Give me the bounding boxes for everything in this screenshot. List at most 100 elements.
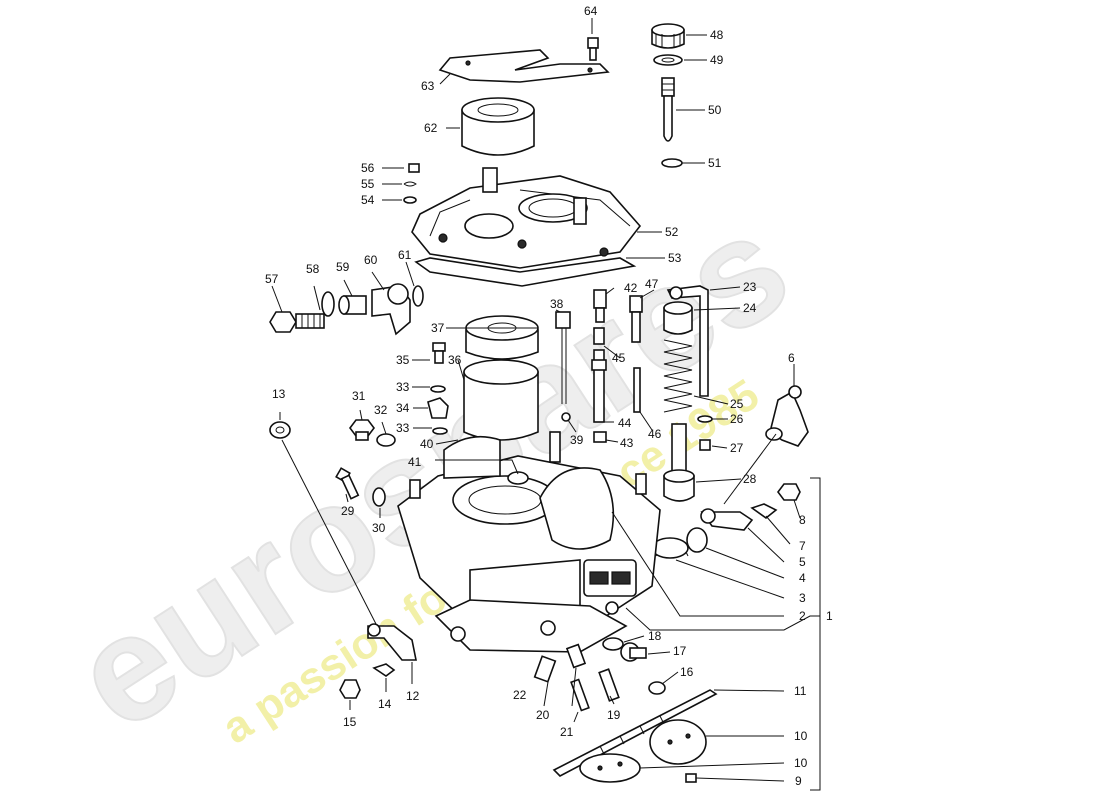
washer-33a [430, 385, 446, 393]
nut-4 [686, 527, 708, 553]
callout-50: 50 [708, 103, 722, 117]
callout-12: 12 [406, 689, 420, 703]
callout-17: 17 [673, 644, 687, 658]
callout-46: 46 [648, 427, 662, 441]
callout-48: 48 [710, 28, 724, 42]
banjo-60 [371, 283, 411, 336]
nut-56 [408, 163, 420, 173]
callout-59: 59 [336, 260, 350, 274]
callout-55: 55 [361, 177, 375, 191]
callout-14: 14 [378, 697, 392, 711]
callout-30: 30 [372, 521, 386, 535]
screw-20 [565, 643, 587, 669]
callout-39: 39 [570, 433, 584, 447]
washer-61 [412, 285, 424, 307]
washer-43 [593, 431, 607, 443]
callout-25: 25 [730, 397, 744, 411]
callout-4: 4 [799, 571, 806, 585]
ball-39 [561, 412, 571, 422]
callout-38: 38 [550, 297, 564, 311]
callout-11: 11 [794, 684, 807, 698]
pin-28 [663, 423, 695, 502]
callout-52: 52 [665, 225, 679, 239]
float-62 [461, 97, 535, 156]
callout-51: 51 [708, 156, 722, 170]
callout-49: 49 [710, 53, 724, 67]
callout-29: 29 [341, 504, 355, 518]
gasket-53 [414, 257, 637, 287]
callout-57: 57 [265, 272, 279, 286]
tube-44 [591, 349, 607, 423]
needle-valve-50 [661, 77, 675, 142]
banjo-bolt-57 [269, 311, 325, 333]
callout-10b: 10 [794, 756, 808, 770]
callout-16: 16 [680, 665, 694, 679]
callout-64: 64 [584, 4, 598, 18]
washer-33b [432, 427, 448, 435]
callout-53: 53 [668, 251, 682, 265]
screw-27 [699, 439, 711, 451]
callout-33a: 33 [396, 380, 410, 394]
washer-13 [269, 421, 291, 439]
lever-23 [666, 285, 709, 397]
callout-8: 8 [799, 513, 806, 527]
callout-21: 21 [560, 725, 574, 739]
callout-18: 18 [648, 629, 662, 643]
main-body [397, 431, 661, 653]
spring-25 [663, 339, 693, 413]
callout-10a: 10 [794, 729, 808, 743]
callout-37: 37 [431, 321, 445, 335]
screw-9 [685, 773, 697, 783]
block-34 [427, 397, 449, 419]
plug-17 [620, 642, 647, 662]
valve-42 [593, 289, 607, 323]
screw-35 [432, 342, 446, 364]
jet-38 [555, 311, 571, 404]
callout-60: 60 [364, 253, 378, 267]
callout-32: 32 [374, 403, 388, 417]
jet-45 [593, 327, 605, 345]
callout-15: 15 [343, 715, 357, 729]
lever-5 [700, 508, 754, 531]
callout-34: 34 [396, 401, 410, 415]
clip-14 [372, 663, 396, 677]
shaft-11 [552, 689, 718, 777]
screw-21 [570, 678, 590, 712]
plug-16 [648, 681, 666, 695]
lever-6 [765, 385, 809, 447]
callout-35: 35 [396, 353, 410, 367]
bracket-12 [367, 623, 417, 661]
callout-20: 20 [536, 708, 550, 722]
callout-27: 27 [730, 441, 744, 455]
callout-44: 44 [618, 416, 632, 430]
callout-7: 7 [799, 539, 806, 553]
callout-13: 13 [272, 387, 286, 401]
pump-37 [465, 315, 539, 360]
callout-41: 41 [408, 455, 422, 469]
leader-lines [271, 18, 820, 782]
washer-7 [750, 503, 778, 520]
callout-47: 47 [645, 277, 659, 291]
callout-58: 58 [306, 262, 320, 276]
plug-48 [651, 23, 685, 49]
group-bracket-1 [810, 477, 821, 791]
screw-29 [335, 467, 360, 500]
sleeve-36 [463, 359, 539, 441]
gasket-63 [438, 49, 610, 83]
callout-54: 54 [361, 193, 375, 207]
callout-63: 63 [421, 79, 435, 93]
callout-9: 9 [795, 774, 802, 788]
callout-42: 42 [624, 281, 638, 295]
washer-49 [653, 54, 683, 66]
callout-26: 26 [730, 412, 744, 426]
washer-58 [321, 291, 335, 317]
nut-15 [339, 679, 361, 699]
callout-23: 23 [743, 280, 757, 294]
washer-18 [602, 637, 624, 651]
callout-1: 1 [826, 609, 833, 623]
plate-10a [649, 719, 707, 765]
callout-31: 31 [352, 389, 366, 403]
cover-52 [411, 167, 642, 269]
callout-61: 61 [398, 248, 412, 262]
